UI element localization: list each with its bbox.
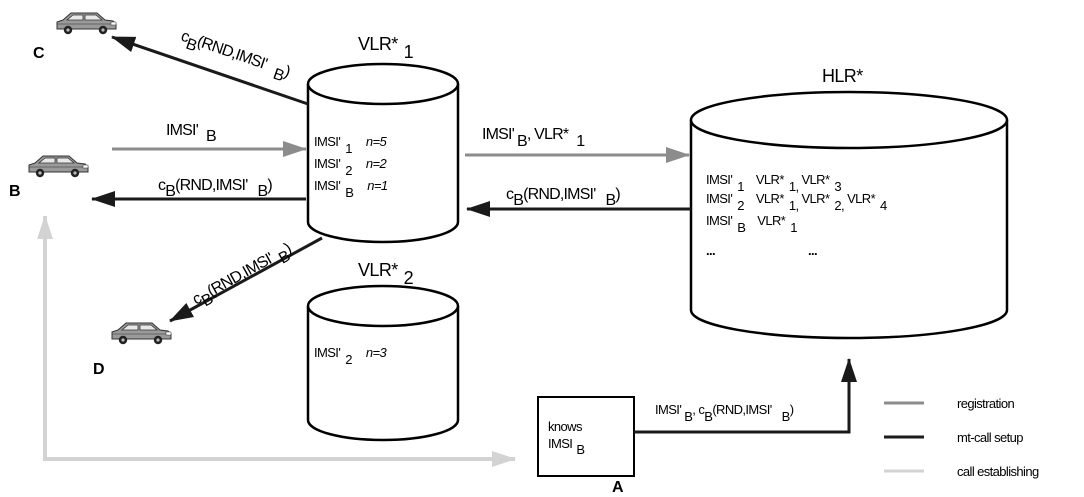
arrow-vlr1-to-c — [111, 35, 309, 106]
car-icon-d — [111, 322, 172, 345]
call-establishing-path — [43, 245, 516, 467]
arrow-a-to-hlr — [634, 358, 857, 434]
label-vlr1-to-hlr: IMSI'B, VLR*1 — [482, 126, 585, 150]
hlr-ellipsis-right: ... — [808, 243, 817, 258]
label-b-to-vlr1: IMSI'B — [166, 122, 216, 145]
hlr-ellipsis-left: ... — [706, 243, 715, 258]
vlr2-title: VLR*2 — [358, 260, 414, 288]
legend-label-call-establishing: call establishing — [957, 464, 1039, 479]
node-label-a: A — [612, 479, 624, 496]
legend-label-registration: registration — [957, 396, 1014, 411]
legend-label-mt-call: mt-call setup — [957, 430, 1023, 445]
box-a — [537, 396, 635, 477]
label-hlr-to-vlr1: cB(RND,IMSI'B) — [506, 186, 620, 209]
legend: registration mt-call setup call establis… — [884, 396, 1040, 479]
arrow-vlr1-to-d — [169, 236, 323, 323]
box-a-line1: knows — [548, 419, 583, 434]
node-label-d: D — [93, 361, 105, 378]
car-icon-b — [28, 155, 89, 178]
label-a-to-hlr: IMSI'B, cB(RND,IMSI'B) — [655, 402, 794, 424]
vlr1-title: VLR*1 — [358, 34, 414, 62]
label-vlr1-to-d: cB(RND,IMSI'B) — [190, 240, 298, 314]
hlr-database — [689, 90, 1009, 340]
node-label-b: B — [9, 183, 21, 200]
vlr2-database — [306, 284, 460, 442]
vlr1-database — [306, 62, 460, 244]
hlr-title: HLR* — [822, 66, 863, 86]
node-label-c: C — [33, 45, 45, 62]
label-vlr1-to-b: cB(RND,IMSI'B) — [158, 177, 272, 200]
car-icon-c — [56, 12, 117, 35]
